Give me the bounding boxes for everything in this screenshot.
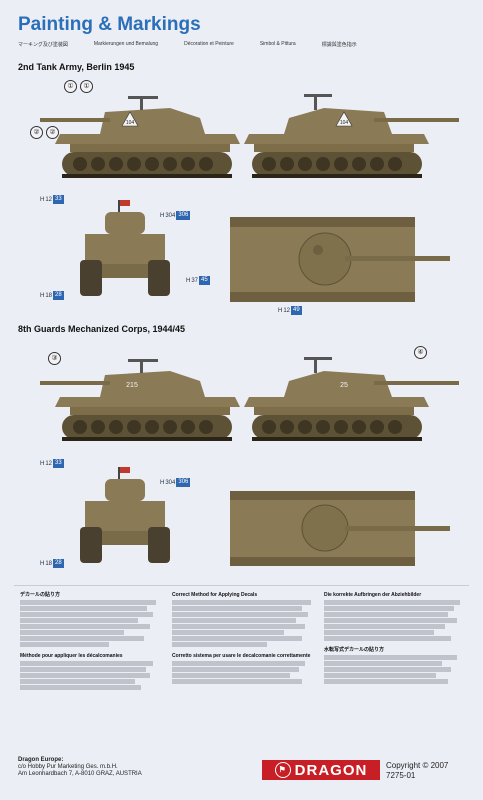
callout-2b: ②	[46, 126, 59, 139]
tank-front-2	[80, 467, 170, 563]
tank-top-2	[230, 491, 450, 566]
ref-label: H	[186, 277, 191, 284]
instructions-heading: Méthode pour appliquer les décalcomanies	[20, 653, 123, 659]
brand-name: DRAGON	[294, 761, 368, 779]
ref-label: H	[278, 307, 283, 314]
callout-1: ①	[64, 80, 77, 93]
ref-num: 33	[53, 195, 64, 204]
color-ref-3: H 37 45	[186, 276, 210, 285]
color-ref-5: H 12 49	[278, 306, 302, 315]
subtitle-cn: 標識與塗色指示	[321, 42, 357, 48]
ref-code: 304	[165, 479, 176, 486]
instructions-heading: Correct Method for Applying Decals	[172, 592, 258, 598]
color-ref-4: H 18 28	[40, 291, 64, 300]
ref-num: 45	[199, 276, 210, 285]
subtitle-fr: Décoration et Peinture	[184, 41, 234, 47]
instructions-heading: Die korrekte Aufbringen der Abziehbilder	[324, 592, 422, 598]
tank-side-left-1: 104	[40, 96, 240, 178]
subtitle-jp: マーキング及び塗装図	[18, 42, 68, 48]
instructions-heading: 水転写式デカールの貼り方	[324, 647, 385, 653]
subtitle-it: Simbol & Pittura	[259, 41, 296, 47]
instructions-heading: デカールの貼り方	[20, 592, 61, 598]
distributor-address: Dragon Europe: c/o Hobby Pur Marketing G…	[18, 757, 142, 778]
ref-label: H	[40, 560, 45, 567]
ref-code: 37	[191, 277, 199, 284]
ref-label: H	[40, 196, 45, 203]
tank-front-1	[80, 200, 170, 296]
tank-top-1	[230, 217, 450, 302]
dragon-emblem-icon: ⚑	[274, 762, 291, 778]
decal-instructions: デカールの貼り方 Méthode pour appliquer les déca…	[14, 585, 469, 756]
color-ref-7: H 304 306	[160, 478, 191, 487]
page-title: Painting & Markings	[18, 14, 201, 35]
dragon-logo: ⚑ DRAGON	[262, 760, 380, 780]
ref-code: 12	[283, 307, 291, 314]
callout-1b: ①	[80, 80, 93, 93]
ref-code: 18	[45, 292, 53, 299]
tank-side-right-2: 25	[244, 357, 459, 441]
instructions-col-2: Correct Method for Applying Decals Corre…	[172, 592, 320, 685]
section-title-2: 8th Guards Mechanized Corps, 1944/45	[18, 324, 186, 334]
ref-code: 304	[165, 212, 176, 219]
callout-2: ②	[30, 126, 43, 139]
ref-num: 49	[291, 306, 302, 315]
address-line-1: c/o Hobby Pur Marketing Ges. m.b.H.	[18, 764, 118, 770]
ref-code: 18	[45, 560, 53, 567]
copyright: Copyright © 2007	[386, 761, 449, 770]
instructions-col-1: デカールの貼り方 Méthode pour appliquer les déca…	[20, 592, 168, 691]
tank-side-right-1: 104	[244, 94, 459, 178]
distributor-name: Dragon Europe:	[18, 757, 64, 763]
ref-label: H	[40, 292, 45, 299]
ref-num: 28	[53, 559, 64, 568]
ref-num: 306	[176, 478, 191, 487]
part-number: 7275-01	[386, 771, 416, 780]
section-title-1: 2nd Tank Army, Berlin 1945	[18, 62, 135, 72]
color-ref-2: H 304 306	[160, 211, 191, 220]
subtitle-row: マーキング及び塗装図 Markierungen und Bemalung Déc…	[18, 41, 478, 48]
color-ref-1: H 12 33	[40, 195, 64, 204]
tank-marking-text: 25	[340, 382, 348, 389]
color-ref-6: H 12 33	[40, 459, 64, 468]
callout-3: ③	[48, 352, 61, 365]
subtitle-de: Markierungen und Bemalung	[93, 41, 159, 47]
ref-label: H	[160, 212, 165, 219]
ref-code: 12	[45, 460, 53, 467]
instructions-col-3: Die korrekte Aufbringen der Abziehbilder…	[324, 592, 472, 685]
tank-marking-text: 215	[126, 382, 138, 389]
tank-side-left-2: 215	[40, 359, 240, 441]
address-line-2: Am Leonhardbach 7, A-8010 GRAZ, AUSTRIA	[18, 771, 142, 777]
tank-marking-text: 104	[340, 120, 349, 126]
tank-marking-text: 104	[126, 120, 135, 126]
ref-num: 306	[176, 211, 191, 220]
ref-num: 28	[53, 291, 64, 300]
ref-label: H	[40, 460, 45, 467]
color-ref-8: H 18 28	[40, 559, 64, 568]
ref-num: 33	[53, 459, 64, 468]
instructions-heading: Corretto sistema per usare le decalcoman…	[172, 653, 311, 659]
callout-4: ④	[414, 346, 427, 359]
ref-label: H	[160, 479, 165, 486]
ref-code: 12	[45, 196, 53, 203]
